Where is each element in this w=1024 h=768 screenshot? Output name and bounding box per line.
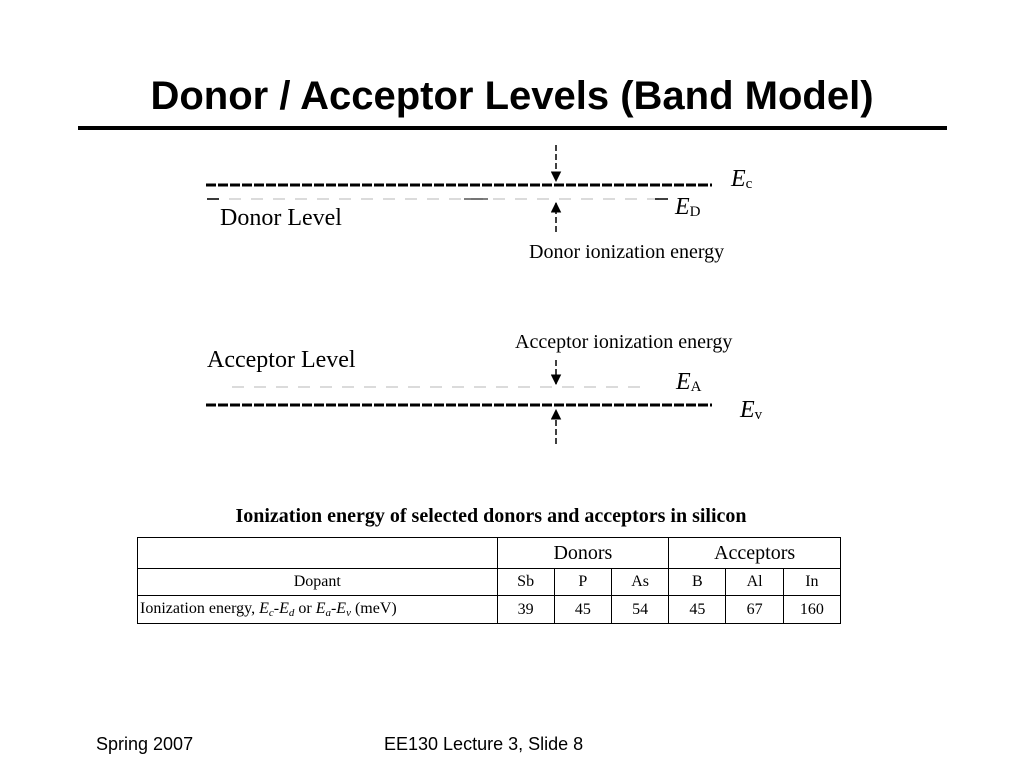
title-underline [78, 126, 947, 130]
footer-date: Spring 2007 [96, 734, 194, 754]
acceptor-ionization-label: Acceptor ionization energy [515, 331, 733, 353]
ionization-table: Donors Acceptors Dopant Sb P As B Al In … [137, 537, 842, 624]
ev-symbol: Ev [740, 397, 763, 423]
acceptor-level-label: Acceptor Level [207, 347, 356, 373]
table-header-row: Donors Acceptors [137, 537, 841, 569]
energy-cell: 67 [725, 595, 784, 624]
dopant-cell: As [610, 568, 670, 596]
ec-symbol: Ec [731, 166, 753, 192]
table-caption: Ionization energy of selected donors and… [235, 505, 747, 527]
dopant-cell: Sb [496, 568, 555, 596]
table-row: Dopant Sb P As B Al In [137, 568, 842, 596]
table-row: Ionization energy, Ec-Ed or Ea-Ev (meV) … [137, 595, 842, 624]
energy-cell: 160 [782, 595, 842, 624]
donors-header: Donors [496, 537, 670, 569]
donor-ionization-label: Donor ionization energy [529, 241, 725, 263]
energy-cell: 45 [553, 595, 612, 624]
table-corner-cell [137, 537, 498, 569]
ed-symbol: ED [675, 194, 701, 220]
footer-slide-info: EE130 Lecture 3, Slide 8 [384, 734, 584, 754]
dopant-cell: Al [725, 568, 784, 596]
dopant-cell: B [668, 568, 727, 596]
dopant-cell: In [782, 568, 842, 596]
energy-label-cell: Ionization energy, Ec-Ed or Ea-Ev (meV) [137, 595, 498, 624]
donor-level-label: Donor Level [220, 205, 342, 231]
dopant-label-cell: Dopant [137, 568, 498, 596]
energy-cell: 45 [668, 595, 727, 624]
energy-cell: 54 [610, 595, 670, 624]
dopant-cell: P [553, 568, 612, 596]
slide-title: Donor / Acceptor Levels (Band Model) [150, 74, 874, 118]
acceptors-header: Acceptors [668, 537, 841, 569]
ea-symbol: EA [676, 369, 702, 395]
energy-cell: 39 [496, 595, 555, 624]
